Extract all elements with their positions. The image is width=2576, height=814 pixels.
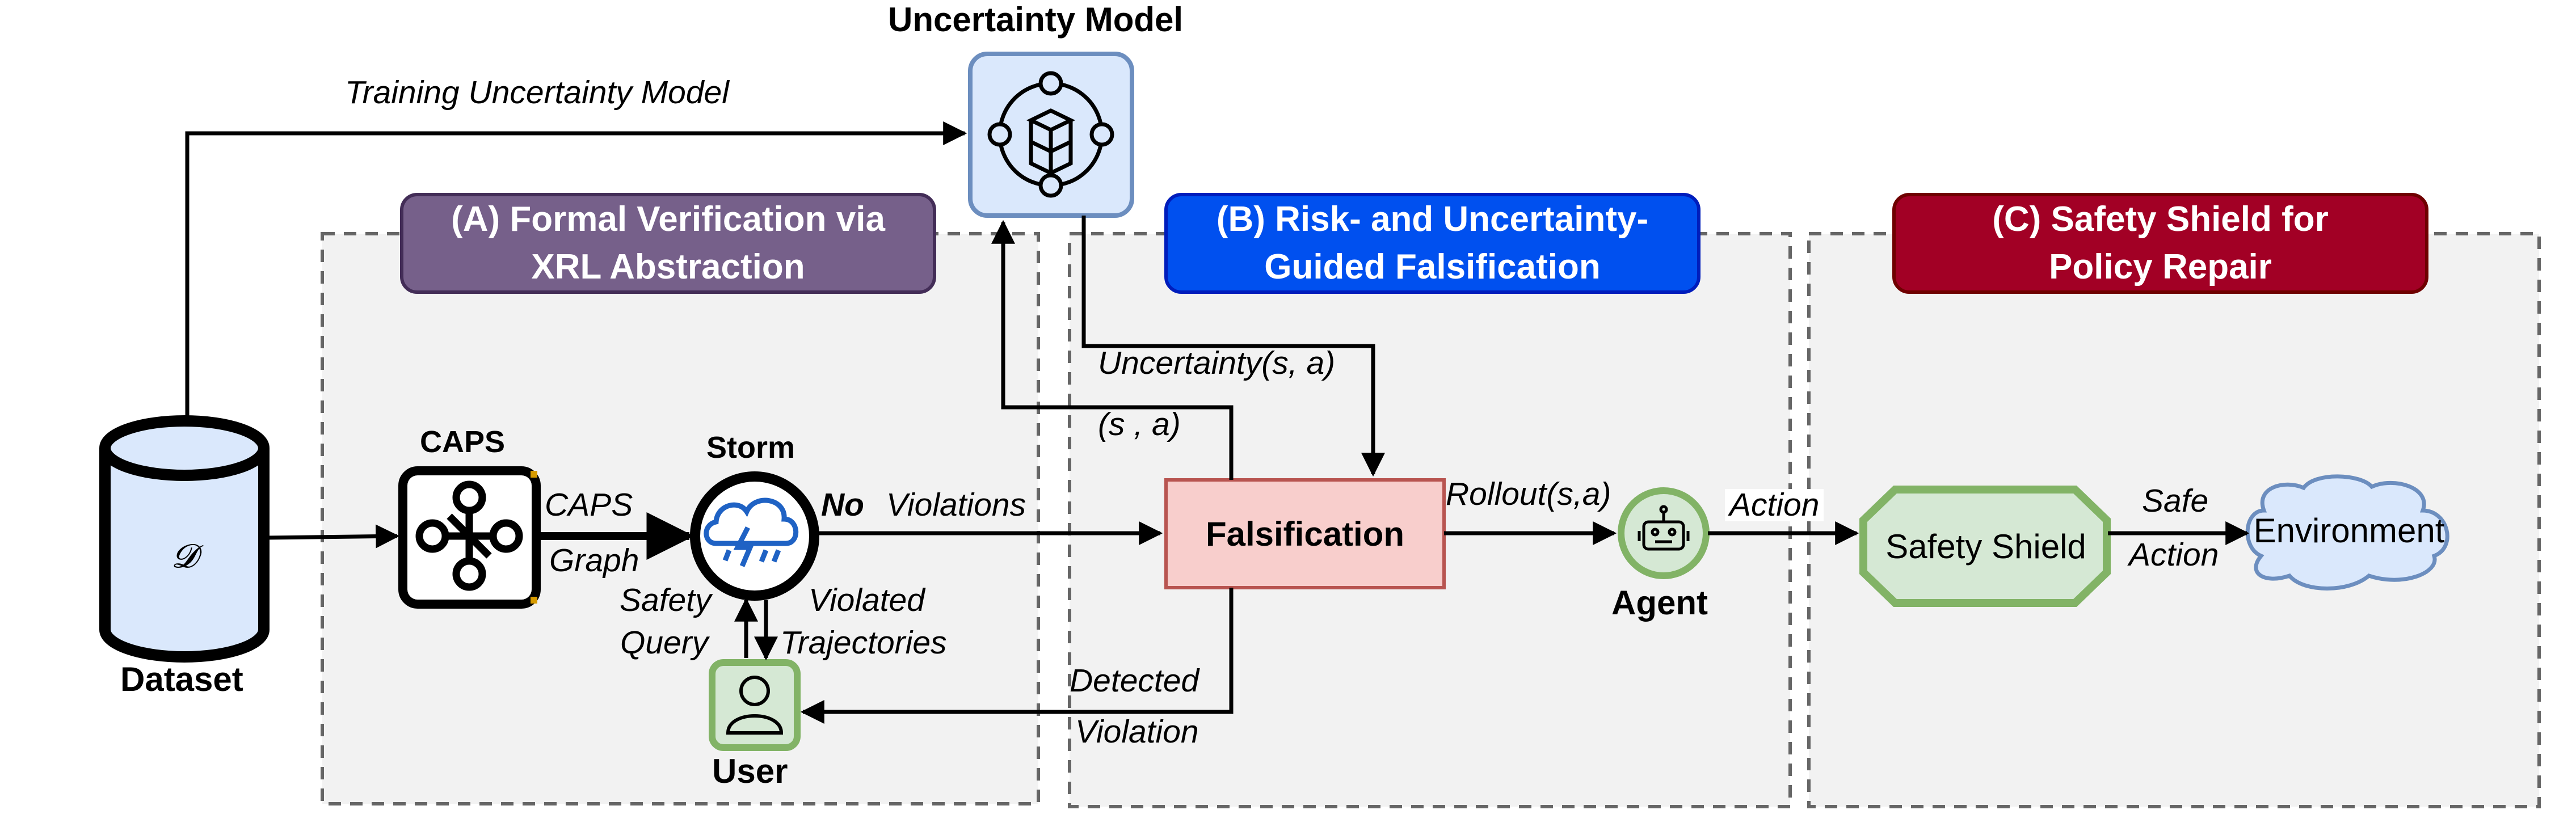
section-b-title-line2: Guided Falsification [1264,247,1601,286]
dataset-cylinder-icon [99,415,270,663]
edges [185,121,2250,724]
edge-label-safety-query-line2: Query [620,625,709,661]
edge-model-to-falsification [1081,216,1385,477]
edge-dataset-to-caps [263,524,400,549]
graph-nodes-icon [415,480,523,591]
edge-label-rollout: Rollout(s,a) [1446,476,1611,512]
edge-label-violated-line1: Violated [809,582,925,618]
edge-label-no: No [821,487,864,523]
section-a-title-line1: (A) Formal Verification via [451,200,885,239]
agent-label: Agent [1611,584,1708,622]
caps-box [398,466,541,609]
section-c-title-line2: Policy Repair [2049,247,2272,286]
edge-label-safe-action-line1: Safe [2142,483,2209,519]
section-b-title-line1: (B) Risk- and Uncertainty- [1216,200,1649,239]
edge-label-safe-action-line2: Action [2129,537,2219,573]
edge-dataset-to-model [185,121,967,421]
section-a-title: (A) Formal Verification via XRL Abstract… [400,193,936,294]
network-cubes-icon [987,71,1114,198]
edge-falsification-to-user [800,588,1234,724]
edge-label-caps-graph-line1: CAPS [545,487,633,523]
storm-label: Storm [706,431,795,465]
uncertainty-model-box [968,52,1134,218]
environment-cloud-shape [2245,474,2449,591]
user-icon [726,676,784,735]
caps-label: CAPS [420,425,506,459]
edge-label-sa: (s , a) [1098,406,1181,442]
section-c-title-line1: (C) Safety Shield for [1992,200,2329,239]
environment-label: Environment [2253,511,2445,550]
user-box [709,659,801,751]
safety-shield-label: Safety Shield [1885,527,2086,566]
section-b-title: (B) Risk- and Uncertainty- Guided Falsif… [1164,193,1701,294]
agent-node [1618,487,1710,579]
safety-shield-shape [1859,486,2111,607]
falsification-label: Falsification [1205,514,1405,553]
user-label: User [712,752,788,790]
section-a-title-line2: XRL Abstraction [531,247,805,286]
section-c-title: (C) Safety Shield for Policy Repair [1892,193,2428,294]
storm-node [690,471,819,601]
storm-cloud-icon [704,497,799,567]
robot-icon [1638,505,1690,551]
edge-label-training: Training Uncertainty Model [345,74,729,111]
edge-label-detected-line2: Violation [1075,714,1199,750]
edge-label-violations: Violations [886,487,1026,523]
dataset-symbol: 𝓓 [171,536,197,575]
edge-label-caps-graph-line2: Graph [549,542,639,579]
uncertainty-model-label: Uncertainty Model [888,1,1184,39]
edge-label-safety-query-line1: Safety [620,582,712,618]
falsification-box [1164,478,1446,589]
edge-label-violated-line2: Trajectories [780,625,947,661]
edge-label-action: Action [1725,489,1824,521]
dataset-label: Dataset [120,660,243,698]
edge-label-uncertainty: Uncertainty(s, a) [1098,345,1336,381]
edge-falsification-to-model [991,220,1234,480]
edge-label-detected-line1: Detected [1070,663,1199,699]
